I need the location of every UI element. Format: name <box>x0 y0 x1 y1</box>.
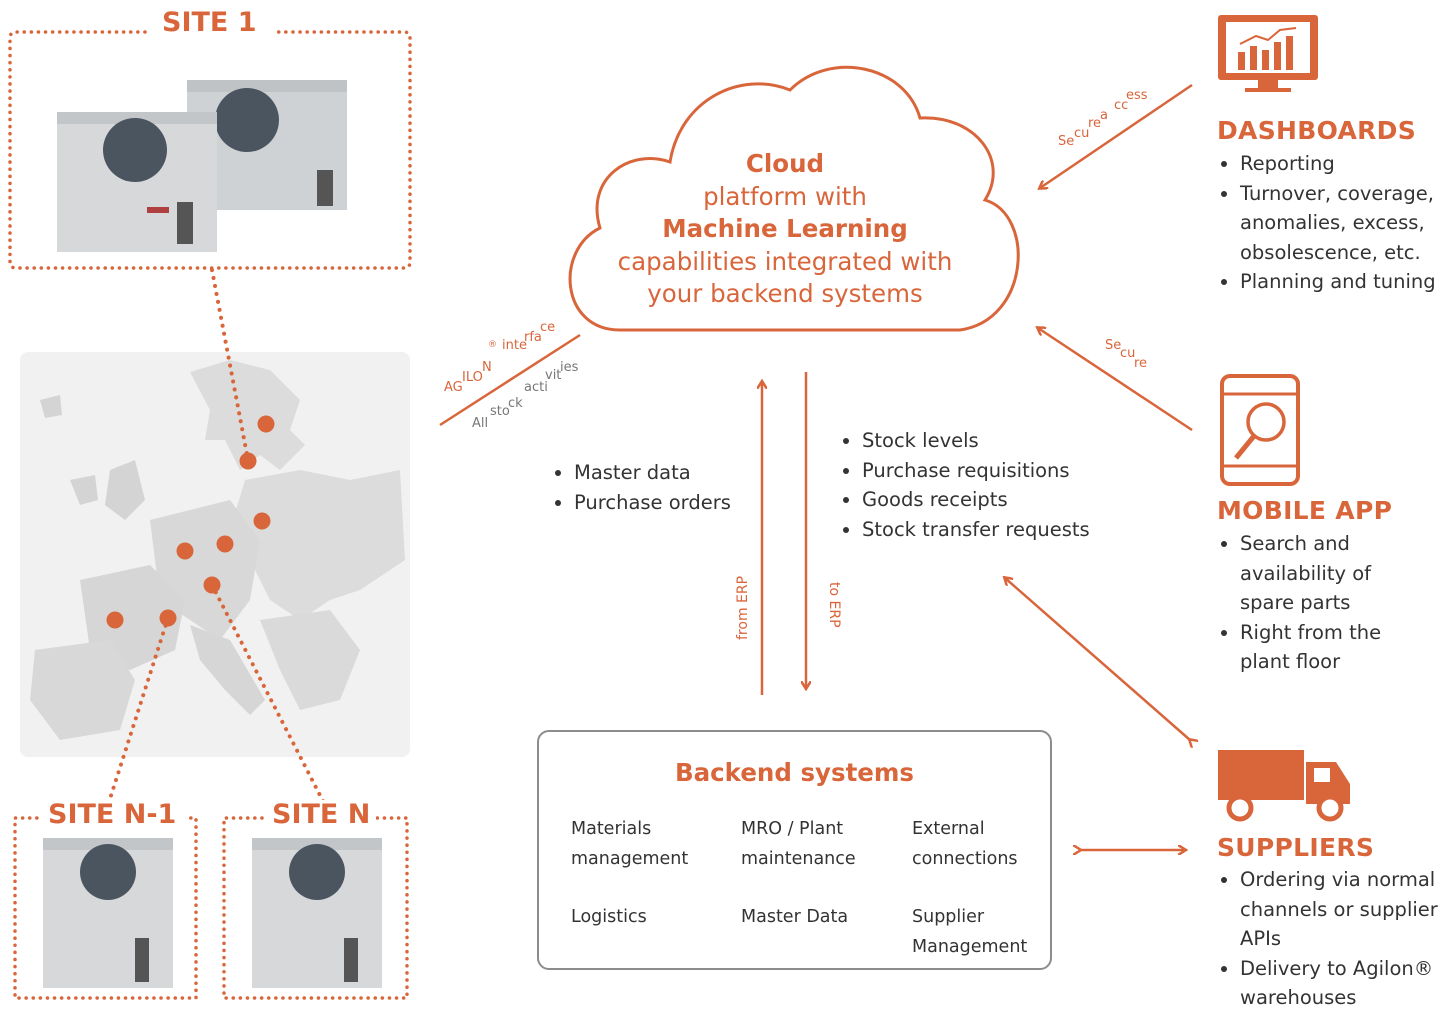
dashboard-monitor-icon <box>1218 15 1318 92</box>
word-part: ILO <box>462 370 483 385</box>
word-part: rfa <box>524 330 542 345</box>
list-item: Stock levels <box>862 426 1090 456</box>
word-part: Se <box>1105 338 1122 353</box>
backend-cell-supplier: Supplier Management <box>912 902 1027 962</box>
cell-line: connections <box>912 849 1018 869</box>
word-part: ess <box>1126 88 1148 103</box>
backend-cell-master-data: Master Data <box>741 902 848 932</box>
registered-mark: ® <box>488 340 497 350</box>
suppliers-heading: SUPPLIERS <box>1217 833 1375 862</box>
word-part: acti <box>524 380 548 395</box>
site-n-1-label: SITE N-1 <box>42 800 183 830</box>
cell-line: Management <box>912 937 1028 957</box>
word-part: AG <box>444 380 463 395</box>
cell-line: Materials <box>571 819 652 839</box>
site-frames <box>8 30 412 1000</box>
flow-arrows <box>439 83 1192 850</box>
word-part: a <box>1100 108 1108 123</box>
word-part: re <box>1134 356 1148 371</box>
dashboards-list: Reporting Turnover, coverage, anomalies,… <box>1218 149 1448 297</box>
cell-line: management <box>571 849 689 869</box>
dashboards-heading: DASHBOARDS <box>1217 116 1417 145</box>
cloud-line-5: your backend systems <box>647 279 923 308</box>
word-part: ies <box>560 360 579 375</box>
list-item: Master data <box>574 458 731 488</box>
word-part: cu <box>1074 126 1090 141</box>
list-item: Delivery to Agilon® warehouses <box>1240 954 1448 1013</box>
cell-line: Logistics <box>571 907 647 927</box>
cell-line: Supplier <box>912 907 985 927</box>
list-item: Purchase requisitions <box>862 456 1090 486</box>
list-item: Goods receipts <box>862 485 1090 515</box>
list-item: Reporting <box>1240 149 1448 179</box>
location-markers <box>106 415 275 629</box>
cloud-line-2: platform with <box>703 181 867 211</box>
inbound-list: Master data Purchase orders <box>552 458 731 517</box>
mobile-search-icon <box>1220 374 1300 486</box>
site-connectors <box>106 268 327 807</box>
list-item: Right from the plant floor <box>1240 618 1410 677</box>
to-erp-label: to ERP <box>826 582 842 628</box>
backend-title: Backend systems <box>674 758 915 787</box>
cloud-line-4: capabilities integrated with <box>617 246 953 276</box>
word-part: cu <box>1120 346 1136 361</box>
cell-line: Master Data <box>741 907 849 927</box>
word-part: cc <box>1114 98 1129 113</box>
word-part: Se <box>1058 134 1075 149</box>
outbound-list: Stock levels Purchase requisitions Goods… <box>840 426 1090 544</box>
backend-cell-mro: MRO / Plant maintenance <box>741 814 856 874</box>
cloud-shape <box>568 65 1020 332</box>
suppliers-list: Ordering via normal channels or supplier… <box>1218 865 1448 1013</box>
cloud-ml-label: Machine Learning <box>662 214 908 243</box>
list-item: Search and availability of spare parts <box>1240 529 1410 618</box>
delivery-truck-icon <box>1218 750 1350 822</box>
list-item: Stock transfer requests <box>862 515 1090 545</box>
cloud-title: Cloud <box>745 149 825 178</box>
backend-cell-logistics: Logistics <box>571 902 647 932</box>
word-part: re <box>1088 116 1102 131</box>
word-part: inte <box>502 338 527 353</box>
mobile-app-heading: MOBILE APP <box>1217 496 1393 525</box>
word-part: All <box>472 416 489 431</box>
list-item: Purchase orders <box>574 488 731 518</box>
word-part: N <box>482 360 492 375</box>
word-part: sto <box>490 404 510 419</box>
word-part: ck <box>508 396 523 411</box>
site-1-label: SITE 1 <box>156 8 263 38</box>
word-part: ce <box>540 320 556 335</box>
word-part: vit <box>545 368 562 383</box>
cell-line: maintenance <box>741 849 856 869</box>
mobile-app-list: Search and availability of spare parts R… <box>1218 529 1410 677</box>
cell-line: External <box>912 819 985 839</box>
list-item: Ordering via normal channels or supplier… <box>1240 865 1448 954</box>
backend-cell-external: External connections <box>912 814 1018 874</box>
list-item: Turnover, coverage, anomalies, excess, o… <box>1240 179 1448 268</box>
cell-line: MRO / Plant <box>741 819 844 839</box>
warehouse-machine-image <box>43 80 382 988</box>
backend-cell-materials: Materials management <box>571 814 688 874</box>
site-n-label: SITE N <box>266 800 377 830</box>
backend-systems-box: Backend systems Materials management MRO… <box>537 730 1052 970</box>
cloud-description: Cloud platform with Machine Learning cap… <box>600 148 970 311</box>
from-erp-label: from ERP <box>735 575 751 640</box>
list-item: Planning and tuning <box>1240 267 1448 297</box>
europe-map <box>20 352 410 757</box>
